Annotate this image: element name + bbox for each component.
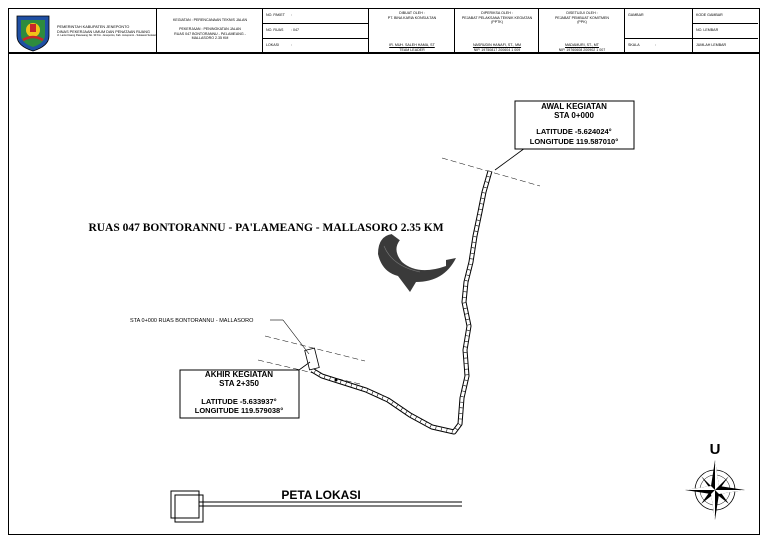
end-latitude: LATITUDE -5.633937° <box>201 397 276 406</box>
disetujui-nip: NIP. 19760608 200902 1 007 <box>558 47 606 52</box>
start-sta: STA 0+000 <box>554 111 594 120</box>
org-line-3: Jl. Lanto Daeng Pasewang No. 30 Km. Jene… <box>57 34 157 37</box>
no-ruas-label: NO. RUAS <box>266 28 284 32</box>
start-title: AWAL KEGIATAN <box>541 102 607 111</box>
junction-callout: STA 0+000 RUAS BONTORANNU - MALLASORO <box>130 318 310 355</box>
start-callout: AWAL KEGIATAN STA 0+000 LATITUDE -5.6240… <box>494 100 635 171</box>
pekerjaan-line-2: RUAS 047 BONTORANNU - PA'LAMEANG - <box>174 31 246 36</box>
diperiksa-cell: DIPERIKSA OLEH : PEJABAT PELAKSANA TEKNI… <box>455 9 539 52</box>
regency-logo-icon <box>16 15 50 52</box>
org-line-1: PEMERINTAH KABUPATEN JENEPONTO <box>57 25 130 29</box>
sheet-info-cell: KODE GAMBAR NO. LEMBAR JUMLAH LEMBAR <box>693 9 758 52</box>
north-arrow-icon: U <box>685 441 745 520</box>
disetujui-abbr: (PPK) <box>577 20 587 24</box>
org-line-2: DINAS PEKERJAAN UMUM DAN PENATAAN RUANG <box>57 29 150 34</box>
kode-gambar-label: KODE GAMBAR <box>696 13 723 17</box>
diperiksa-label: DIPERIKSA OLEH : <box>481 11 513 15</box>
map-title-block: PETA LOKASI <box>170 488 462 523</box>
title-block: PEMERINTAH KABUPATEN JENEPONTO DINAS PEK… <box>8 8 760 54</box>
no-paket-label: NO. PAKET <box>266 13 285 17</box>
start-longitude: LONGITUDE 119.587010° <box>530 137 618 146</box>
dibuat-company: PT. BINA KARIA KONSULTAN <box>387 15 437 20</box>
paket-cell: NO. PAKET : NO. RUAS : 047 LOKASI : <box>263 9 369 52</box>
road-title: RUAS 047 BONTORANNU - PA'LAMEANG - MALLA… <box>88 222 443 234</box>
dibuat-cell: DIBUAT OLEH : PT. BINA KARIA KONSULTAN I… <box>369 9 455 52</box>
skala-value: : <box>655 43 656 47</box>
diperiksa-role: PEJABAT PELAKSANA TEKNIK KEGIATAN <box>461 15 533 20</box>
dibuat-role: TEAM LEADER <box>399 47 425 52</box>
no-lembar-label: NO. LEMBAR <box>696 28 719 32</box>
dibuat-label: DIBUAT OLEH : <box>399 11 425 15</box>
jumlah-lembar-label: JUMLAH LEMBAR <box>696 43 727 47</box>
map-title: PETA LOKASI <box>281 488 360 502</box>
pekerjaan-line-1: PEKERJAAN : PENINGKATAN JALAN <box>179 27 241 31</box>
end-cross-line-1 <box>264 335 366 362</box>
junction-label: STA 0+000 RUAS BONTORANNU - MALLASORO <box>130 318 254 324</box>
dibuat-name: IR. MUH. SALEH HAMA, ST <box>389 43 435 47</box>
diperiksa-name: NASRUDIN HANAFI, ST., MM <box>472 43 522 47</box>
no-paket-value: : <box>291 13 292 17</box>
lokasi-value: : <box>291 43 292 47</box>
direction-arrow-icon <box>378 233 456 292</box>
diperiksa-nip: NIP. 19750817 200604 1 009 <box>473 47 521 52</box>
end-sta: STA 2+350 <box>219 379 259 388</box>
end-point-marker <box>334 378 338 382</box>
diperiksa-abbr: (PPTK) <box>491 20 503 24</box>
skala-label: SKALA <box>628 43 640 47</box>
end-callout: AKHIR KEGIATAN STA 2+350 LATITUDE -5.633… <box>179 361 311 419</box>
disetujui-role: PEJABAT PEMBUAT KOMITMEN <box>554 15 610 20</box>
gambar-cell: GAMBAR SKALA : <box>625 9 693 52</box>
end-longitude: LONGITUDE 119.579038° <box>195 406 283 415</box>
road-alignment <box>310 170 493 435</box>
org-cell: PEMERINTAH KABUPATEN JENEPONTO DINAS PEK… <box>9 9 157 52</box>
north-letter: U <box>710 441 721 458</box>
disetujui-name: MADAMURI, ST., MT <box>565 43 599 47</box>
disetujui-label: DISETUJUI OLEH : <box>566 11 598 15</box>
pekerjaan-line-3: MALLASORO 2.35 KM <box>191 36 229 40</box>
start-latitude: LATITUDE -5.624024° <box>536 127 611 136</box>
no-ruas-value: : 047 <box>291 28 299 32</box>
lokasi-label: LOKASI <box>266 43 279 47</box>
end-title: AKHIR KEGIATAN <box>205 370 273 379</box>
kegiatan-text: KEGIATAN : PERENCANAAN TEKNIS JALAN <box>172 18 248 22</box>
project-cell: KEGIATAN : PERENCANAAN TEKNIS JALAN PEKE… <box>157 9 263 52</box>
disetujui-cell: DISETUJUI OLEH : PEJABAT PEMBUAT KOMITME… <box>539 9 625 52</box>
gambar-label: GAMBAR <box>628 13 644 17</box>
